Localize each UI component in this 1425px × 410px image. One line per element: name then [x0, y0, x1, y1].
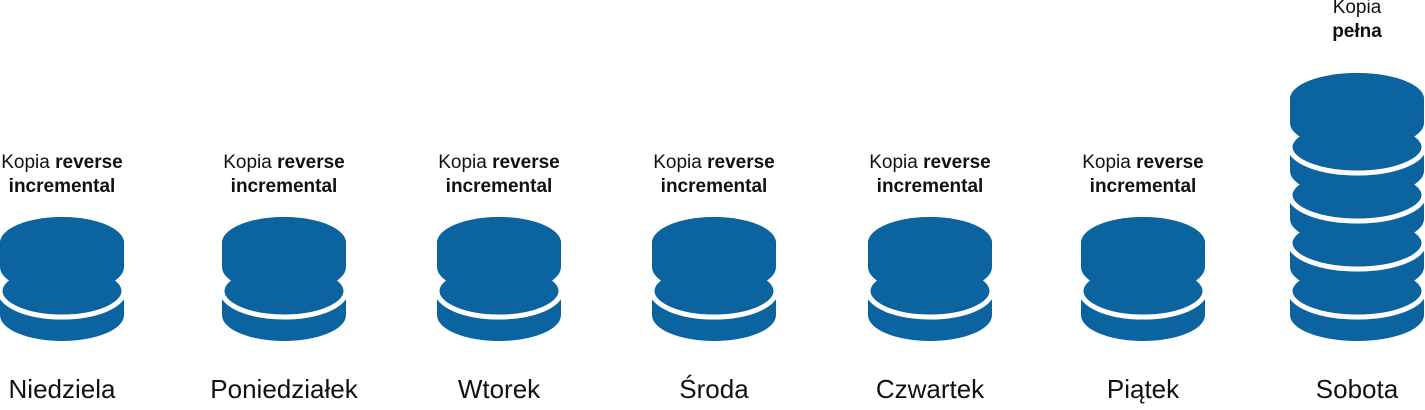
caption-reverse: reverse — [492, 152, 560, 173]
backup-type-caption: Kopia reverse incremental — [840, 151, 1020, 199]
backup-type-caption: Kopia reverse incremental — [0, 151, 152, 199]
day-label: Piątek — [1106, 374, 1180, 404]
database-icon — [221, 217, 347, 341]
caption-reverse: reverse — [1136, 152, 1204, 173]
caption-incremental: incremental — [445, 176, 553, 197]
caption-incremental: incremental — [230, 176, 338, 197]
caption-incremental: incremental — [8, 176, 116, 197]
backup-type-caption: Kopia reverse incremental — [624, 151, 804, 199]
caption-kopia: Kopia — [438, 152, 487, 173]
database-icon — [1080, 217, 1206, 341]
day-label: Sobota — [1315, 374, 1399, 404]
column-czwartek: Kopia reverse incremental Czwartek — [840, 0, 1020, 410]
disk-top — [222, 217, 346, 269]
column-piatek: Kopia reverse incremental Piątek — [1053, 0, 1233, 410]
database-icon — [867, 217, 993, 341]
database-icon — [0, 217, 125, 341]
column-sobota: Kopia pełna Sobota — [1267, 0, 1425, 410]
disk-top — [1081, 217, 1205, 269]
database-icon — [436, 217, 562, 341]
disk-top — [437, 217, 561, 269]
column-wtorek: Kopia reverse incremental Wtorek — [409, 0, 589, 410]
backup-type-caption: Kopia pełna — [1267, 0, 1425, 44]
caption-reverse: reverse — [55, 152, 123, 173]
backup-type-caption: Kopia reverse incremental — [1053, 151, 1233, 199]
column-poniedzialek: Kopia reverse incremental Poniedziałek — [194, 0, 374, 410]
day-label: Poniedziałek — [210, 374, 358, 404]
disk-top — [652, 217, 776, 269]
disk-top — [0, 217, 124, 269]
caption-reverse: reverse — [707, 152, 775, 173]
disk-top — [868, 217, 992, 269]
caption-incremental: incremental — [660, 176, 768, 197]
backup-type-caption: Kopia reverse incremental — [409, 151, 589, 199]
backup-type-caption: Kopia reverse incremental — [194, 151, 374, 199]
caption-kopia: Kopia — [869, 152, 918, 173]
column-niedziela: Kopia reverse incremental Niedziela — [0, 0, 152, 410]
caption-reverse: reverse — [277, 152, 345, 173]
caption-kopia: Kopia — [1, 152, 50, 173]
day-label: Niedziela — [8, 374, 116, 404]
caption-kopia: Kopia — [223, 152, 272, 173]
caption-kopia: Kopia — [653, 152, 702, 173]
day-label: Środa — [679, 374, 749, 404]
day-label: Czwartek — [875, 374, 985, 404]
caption-pelna: pełna — [1332, 21, 1382, 42]
disk-top — [1290, 73, 1424, 125]
caption-kopia: Kopia — [1332, 0, 1382, 18]
column-sroda: Kopia reverse incremental Środa — [624, 0, 804, 410]
caption-kopia: Kopia — [1082, 152, 1131, 173]
day-label: Wtorek — [457, 374, 541, 404]
caption-incremental: incremental — [1089, 176, 1197, 197]
database-icon — [1289, 73, 1425, 341]
caption-incremental: incremental — [876, 176, 984, 197]
database-icon — [651, 217, 777, 341]
caption-reverse: reverse — [923, 152, 991, 173]
